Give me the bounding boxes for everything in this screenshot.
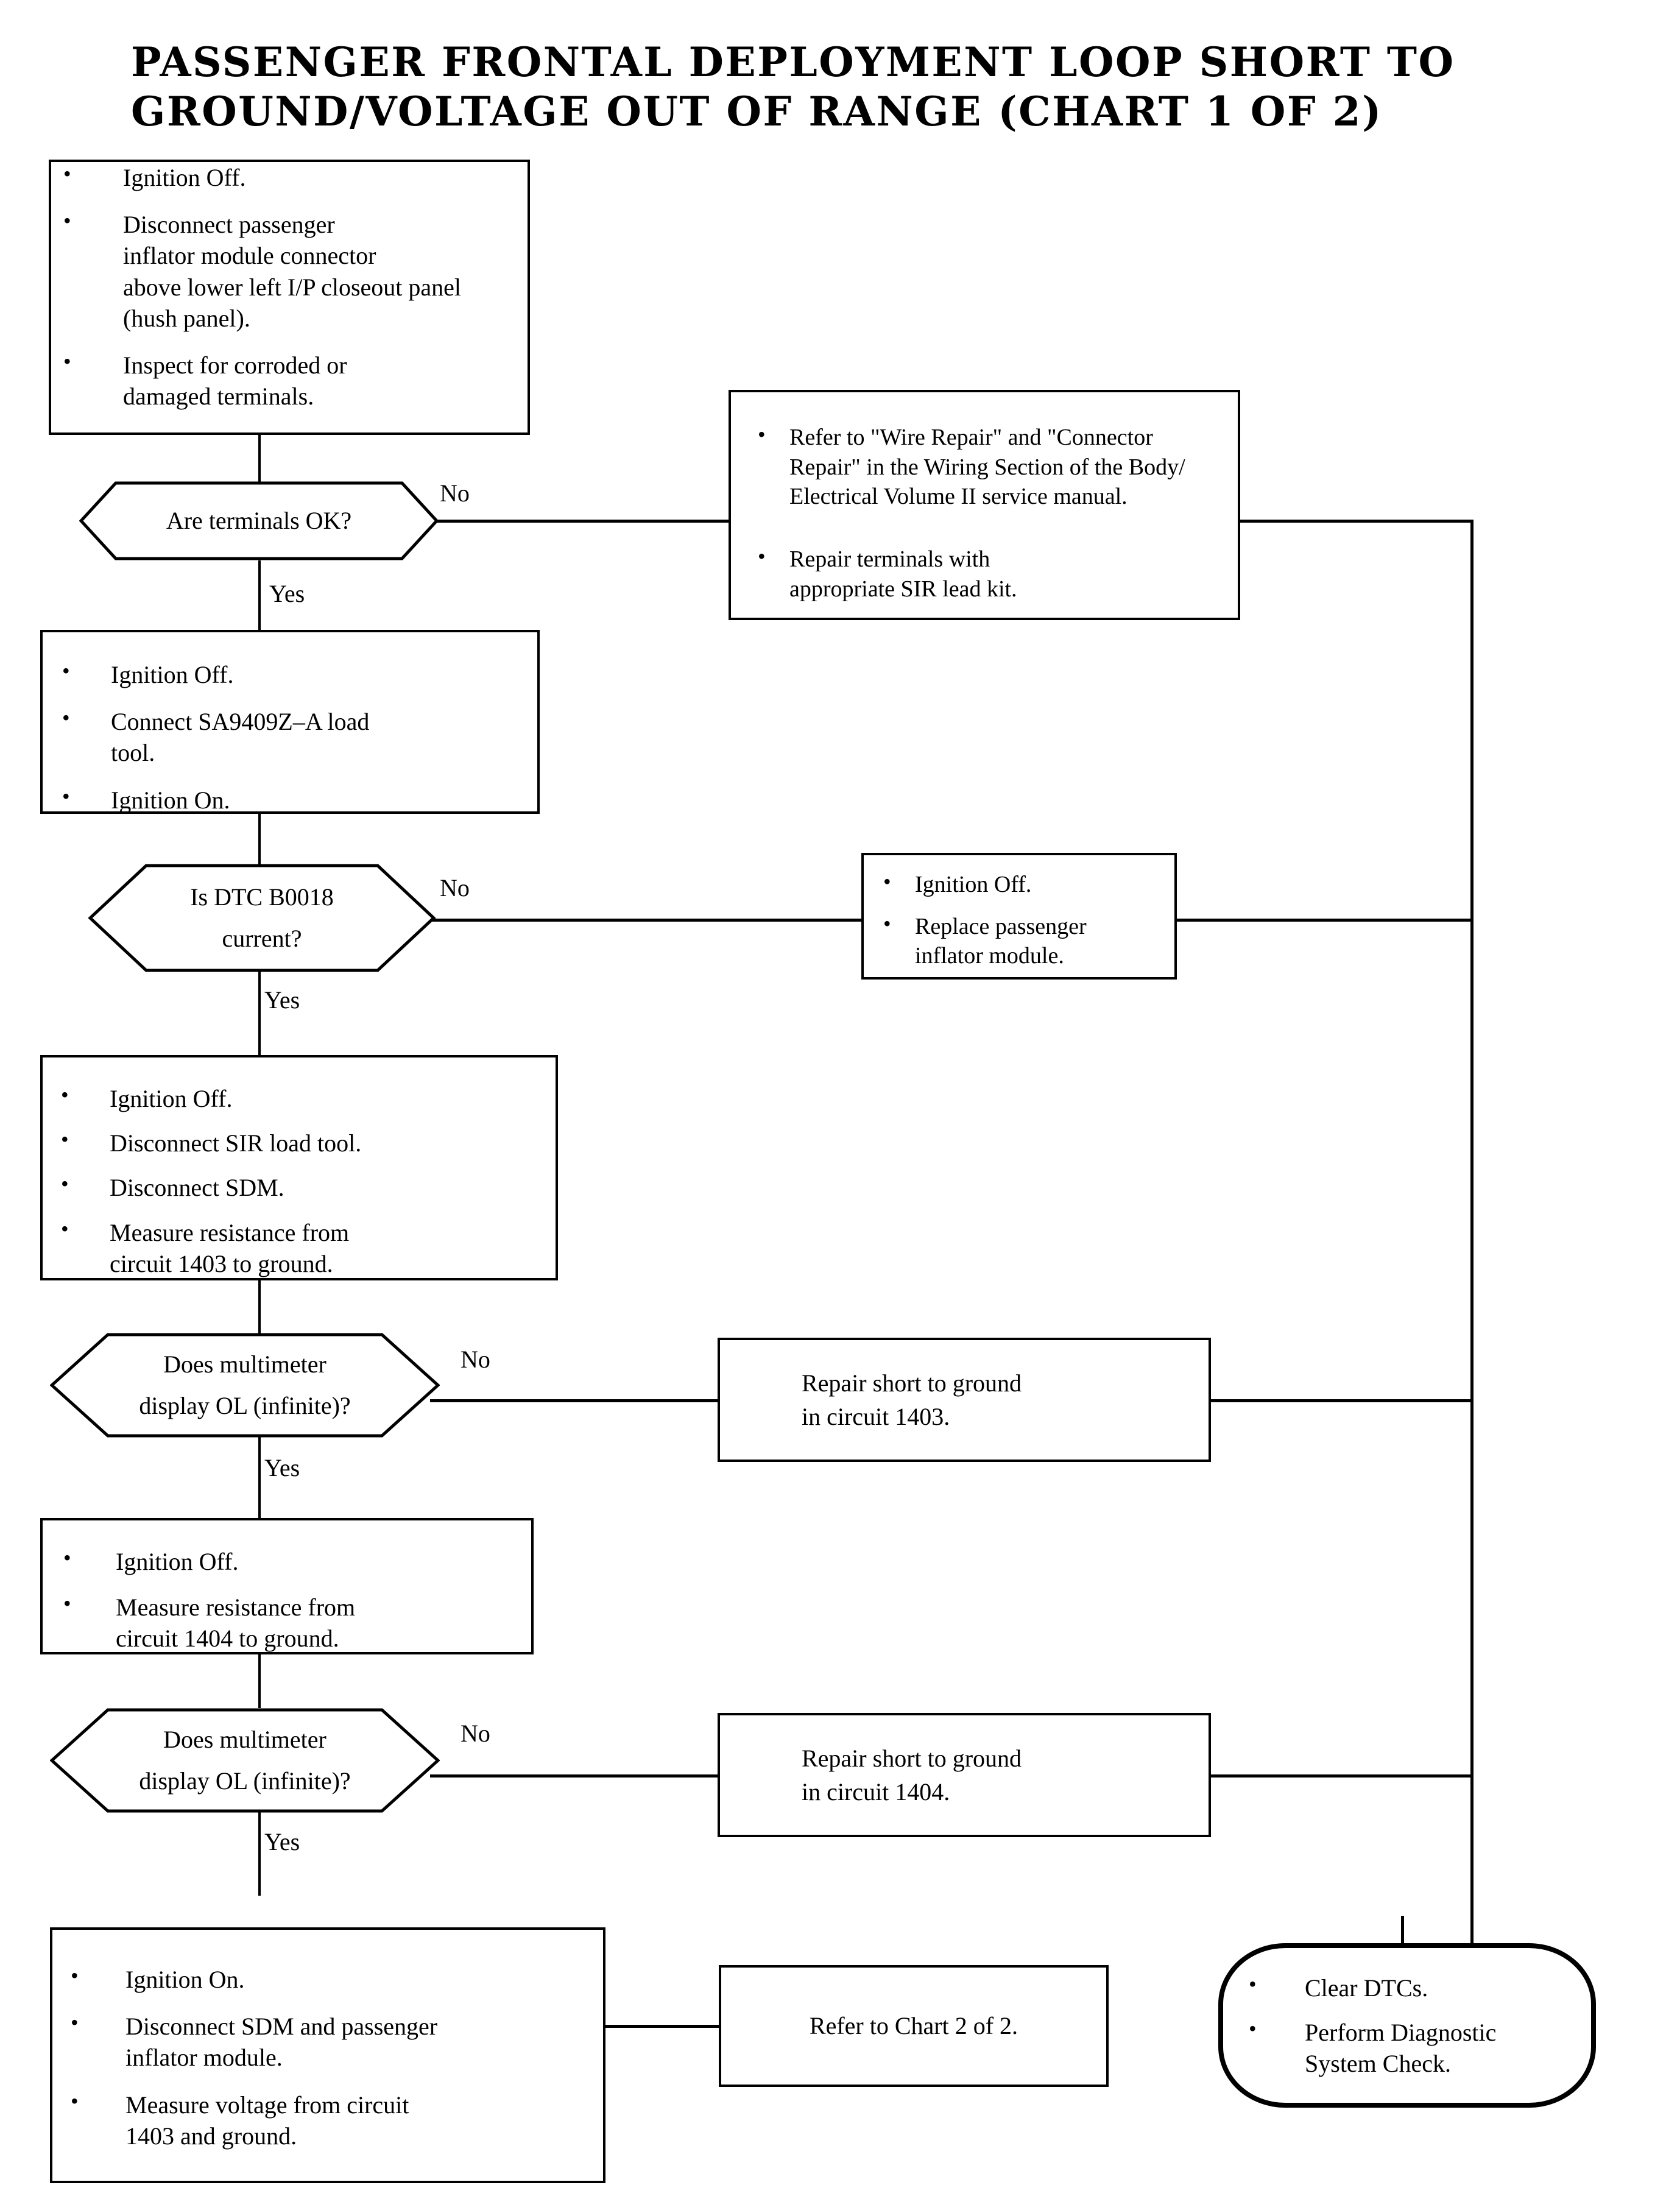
connector-decision1-step2 bbox=[258, 560, 261, 632]
edge-label-no-1: No bbox=[440, 479, 470, 507]
list-item: Perform Diagnostic System Check. bbox=[1237, 2014, 1591, 2079]
step4-bullets: Ignition Off. Measure resistance from ci… bbox=[51, 1544, 531, 1654]
node-step4: Ignition Off. Measure resistance from ci… bbox=[40, 1518, 534, 1654]
list-item: Inspect for corroded or damaged terminal… bbox=[51, 347, 528, 412]
connector-repair1404-trunk bbox=[1211, 1774, 1473, 1778]
connector-step4-decision4 bbox=[258, 1654, 261, 1708]
step5-bullets: Ignition On. Disconnect SDM and passenge… bbox=[58, 1961, 603, 2152]
node-decision1: Are terminals OK? bbox=[79, 481, 439, 560]
list-item: Repair terminals with appropriate SIR le… bbox=[753, 542, 1238, 604]
list-item: Ignition Off. bbox=[51, 160, 528, 193]
list-item: Connect SA9409Z–A load tool. bbox=[50, 704, 537, 768]
node-decision3: Does multimeter display OL (infinite)? bbox=[50, 1333, 440, 1438]
decision3-label: Does multimeter display OL (infinite)? bbox=[139, 1350, 351, 1419]
connector-step5-chart2 bbox=[603, 2025, 720, 2028]
node-repair-terminals: Refer to "Wire Repair" and "Connector Re… bbox=[729, 390, 1240, 620]
list-item: Measure resistance from circuit 1404 to … bbox=[51, 1589, 531, 1654]
replace-inflator-bullets: Ignition Off. Replace passenger inflator… bbox=[878, 867, 1174, 971]
node-step3: Ignition Off. Disconnect SIR load tool. … bbox=[40, 1055, 558, 1280]
edge-label-yes-3: Yes bbox=[264, 1454, 300, 1481]
repair-terminals-bullets: Refer to "Wire Repair" and "Connector Re… bbox=[753, 420, 1238, 604]
list-item: Refer to "Wire Repair" and "Connector Re… bbox=[753, 420, 1238, 512]
list-item: Ignition Off. bbox=[51, 1544, 531, 1577]
list-item: Ignition On. bbox=[50, 782, 537, 816]
list-item: Disconnect passenger inflator module con… bbox=[51, 207, 528, 334]
edge-label-no-4: No bbox=[461, 1720, 490, 1747]
step1-bullets: Ignition Off. Disconnect passenger infla… bbox=[51, 160, 528, 412]
list-item: Disconnect SDM. bbox=[49, 1170, 556, 1203]
connector-decision2-replace bbox=[426, 919, 864, 922]
connector-step2-decision2 bbox=[258, 814, 261, 866]
list-item: Ignition On. bbox=[58, 1961, 603, 1995]
decision4-label: Does multimeter display OL (infinite)? bbox=[139, 1726, 351, 1795]
page-title: PASSENGER FRONTAL DEPLOYMENT LOOP SHORT … bbox=[131, 38, 1455, 135]
connector-decision3-step4 bbox=[258, 1436, 261, 1519]
decision1-label: Are terminals OK? bbox=[166, 507, 352, 534]
list-item: Replace passenger inflator module. bbox=[878, 909, 1174, 971]
list-item: Disconnect SIR load tool. bbox=[49, 1125, 556, 1159]
connector-trunk-final bbox=[1401, 1916, 1404, 1961]
edge-label-no-3: No bbox=[461, 1346, 490, 1373]
node-replace-inflator: Ignition Off. Replace passenger inflator… bbox=[861, 853, 1177, 980]
connector-decision4-repair1404 bbox=[430, 1774, 718, 1778]
step2-bullets: Ignition Off. Connect SA9409Z–A load too… bbox=[50, 657, 537, 816]
list-item: Measure voltage from circuit 1403 and gr… bbox=[58, 2087, 603, 2152]
hexagon-shape bbox=[50, 1708, 440, 1813]
edge-label-yes-4: Yes bbox=[264, 1828, 300, 1855]
connector-repair1403-trunk bbox=[1211, 1399, 1473, 1402]
node-step1: Ignition Off. Disconnect passenger infla… bbox=[49, 160, 530, 435]
connector-decision3-repair1403 bbox=[430, 1399, 718, 1402]
connector-step1-decision1 bbox=[258, 434, 261, 482]
list-item: Ignition Off. bbox=[50, 657, 537, 690]
edge-label-yes-2: Yes bbox=[264, 986, 300, 1014]
node-final-terminal: Clear DTCs. Perform Diagnostic System Ch… bbox=[1218, 1943, 1596, 2108]
repair-1404-text: Repair short to ground in circuit 1404. bbox=[802, 1744, 1022, 1806]
list-item: Ignition Off. bbox=[49, 1081, 556, 1114]
chart2-text: Refer to Chart 2 of 2. bbox=[809, 2012, 1018, 2040]
connector-decision1-repair bbox=[414, 520, 731, 523]
list-item: Disconnect SDM and passenger inflator mo… bbox=[58, 2008, 603, 2073]
step3-bullets: Ignition Off. Disconnect SIR load tool. … bbox=[49, 1081, 556, 1279]
node-repair-1403: Repair short to ground in circuit 1403. bbox=[718, 1338, 1211, 1462]
edge-label-no-2: No bbox=[440, 874, 470, 902]
list-item: Measure resistance from circuit 1403 to … bbox=[49, 1215, 556, 1279]
edge-label-yes-1: Yes bbox=[269, 580, 305, 607]
node-decision2: Is DTC B0018 current? bbox=[88, 864, 436, 972]
node-chart2-reference: Refer to Chart 2 of 2. bbox=[719, 1965, 1109, 2087]
connector-replace-trunk bbox=[1174, 919, 1473, 922]
hexagon-shape bbox=[50, 1333, 440, 1438]
decision2-label: Is DTC B0018 current? bbox=[190, 883, 334, 952]
list-item: Ignition Off. bbox=[878, 867, 1174, 900]
connector-decision4-step5 bbox=[258, 1810, 261, 1896]
hexagon-shape bbox=[88, 864, 436, 972]
connector-step3-decision3 bbox=[258, 1279, 261, 1334]
connector-decision2-step3 bbox=[258, 970, 261, 1056]
repair-1403-text: Repair short to ground in circuit 1403. bbox=[802, 1369, 1022, 1430]
hexagon-shape bbox=[79, 481, 439, 560]
final-bullets: Clear DTCs. Perform Diagnostic System Ch… bbox=[1237, 1970, 1591, 2080]
node-step2: Ignition Off. Connect SA9409Z–A load too… bbox=[40, 630, 540, 814]
node-step5: Ignition On. Disconnect SDM and passenge… bbox=[50, 1927, 605, 2183]
node-decision4: Does multimeter display OL (infinite)? bbox=[50, 1708, 440, 1813]
connector-right-trunk bbox=[1470, 520, 1474, 1956]
connector-repair-trunk bbox=[1240, 520, 1473, 523]
list-item: Clear DTCs. bbox=[1237, 1970, 1591, 2003]
node-repair-1404: Repair short to ground in circuit 1404. bbox=[718, 1713, 1211, 1837]
